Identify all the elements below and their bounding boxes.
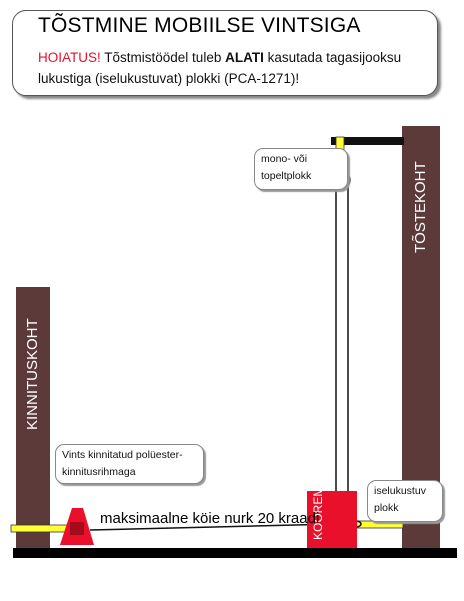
page-title: TÕSTMINE MOBIILSE VINTSIGA: [38, 14, 361, 37]
overhead-beam: [331, 137, 404, 145]
anchor-post: [16, 287, 50, 548]
angle-note: maksimaalne köie nurk 20 kraadi: [100, 510, 320, 527]
warning-emphasis: ALATI: [225, 50, 264, 65]
lock-pulley-callout: iselukustuv plokk: [367, 480, 443, 522]
warning-prefix: HOIATUS!: [38, 50, 101, 65]
rope-to-winch: [89, 523, 337, 531]
warning-text-part-1: Tõstmistöödel tuleb: [100, 50, 226, 65]
warning-header-box: [12, 10, 438, 96]
pulley-callout: mono- või topeltplokk: [254, 148, 348, 190]
lifting-post: [402, 126, 440, 548]
winch-drum: [70, 522, 84, 535]
warning-text-part-2: kasutada tagasijooksu lukustiga (iseluku…: [38, 50, 402, 86]
strap-callout: Vints kinnitatud polüester-kinnitusrihma…: [55, 444, 204, 484]
warning-text: HOIATUS! Tõstmistöödel tuleb ALATI kasut…: [38, 47, 428, 89]
load-block: [307, 491, 357, 548]
ground-line: [13, 548, 457, 558]
